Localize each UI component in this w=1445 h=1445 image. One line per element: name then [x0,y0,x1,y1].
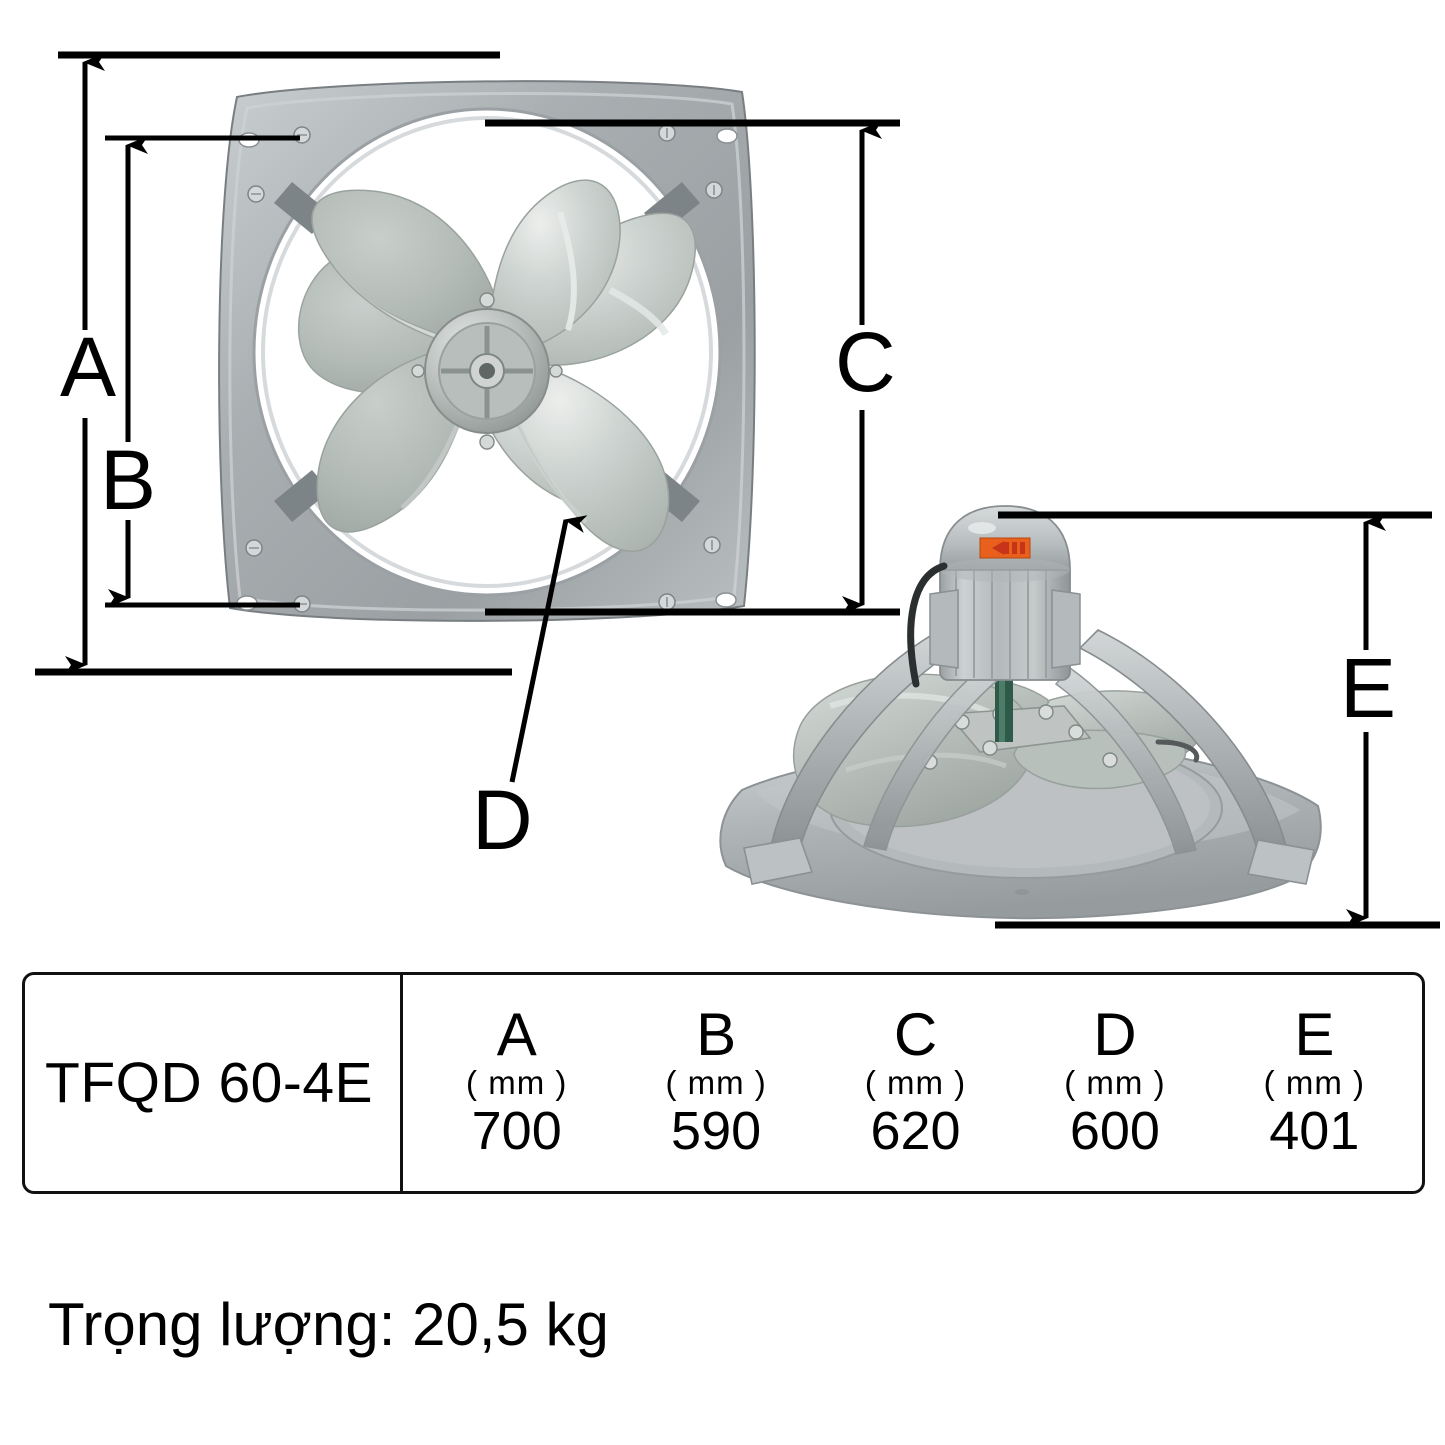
spec-value-e: 401 [1269,1101,1360,1162]
dimension-label-c: C [835,315,896,409]
spec-letter-a: A [496,1001,537,1068]
spec-column-e: E ( mm ) 401 [1215,981,1414,1185]
spec-unit-c: ( mm ) [864,1064,967,1101]
spec-unit-b: ( mm ) [665,1064,767,1101]
side-view-group [719,505,1322,920]
rotation-label [979,537,1031,559]
spec-letter-d: D [1093,1001,1137,1068]
dimension-lines [35,51,1440,929]
spec-column-c: C ( mm ) 620 [816,981,1015,1185]
dimension-label-b: B [100,433,157,527]
model-name: TFQD 60-4E [45,1051,374,1115]
dimensions-cells: A ( mm ) 700 B ( mm ) 590 C ( mm ) 620 D… [403,975,1422,1191]
dimension-label-a: A [60,320,117,414]
spec-value-c: 620 [870,1101,961,1162]
spec-value-a: 700 [471,1101,562,1162]
spec-column-a: A ( mm ) 700 [417,981,616,1185]
spec-value-b: 590 [671,1101,762,1162]
spec-letter-b: B [696,1001,737,1068]
model-cell: TFQD 60-4E [25,975,403,1191]
spec-unit-d: ( mm ) [1064,1064,1166,1101]
front-view-group [218,80,756,622]
specification-table: TFQD 60-4E A ( mm ) 700 B ( mm ) 590 C (… [22,972,1425,1194]
spec-unit-e: ( mm ) [1263,1064,1365,1101]
spec-value-d: 600 [1069,1101,1160,1162]
dimension-label-d: D [472,773,533,867]
weight-text: Trọng lượng: 20,5 kg [48,1291,609,1358]
dimension-label-e: E [1340,641,1397,735]
spec-column-b: B ( mm ) 590 [616,981,815,1185]
spec-column-d: D ( mm ) 600 [1015,981,1214,1185]
spec-letter-c: C [893,1001,938,1068]
spec-letter-e: E [1294,1001,1335,1068]
spec-unit-a: ( mm ) [466,1064,568,1101]
fan-propeller [297,179,697,552]
